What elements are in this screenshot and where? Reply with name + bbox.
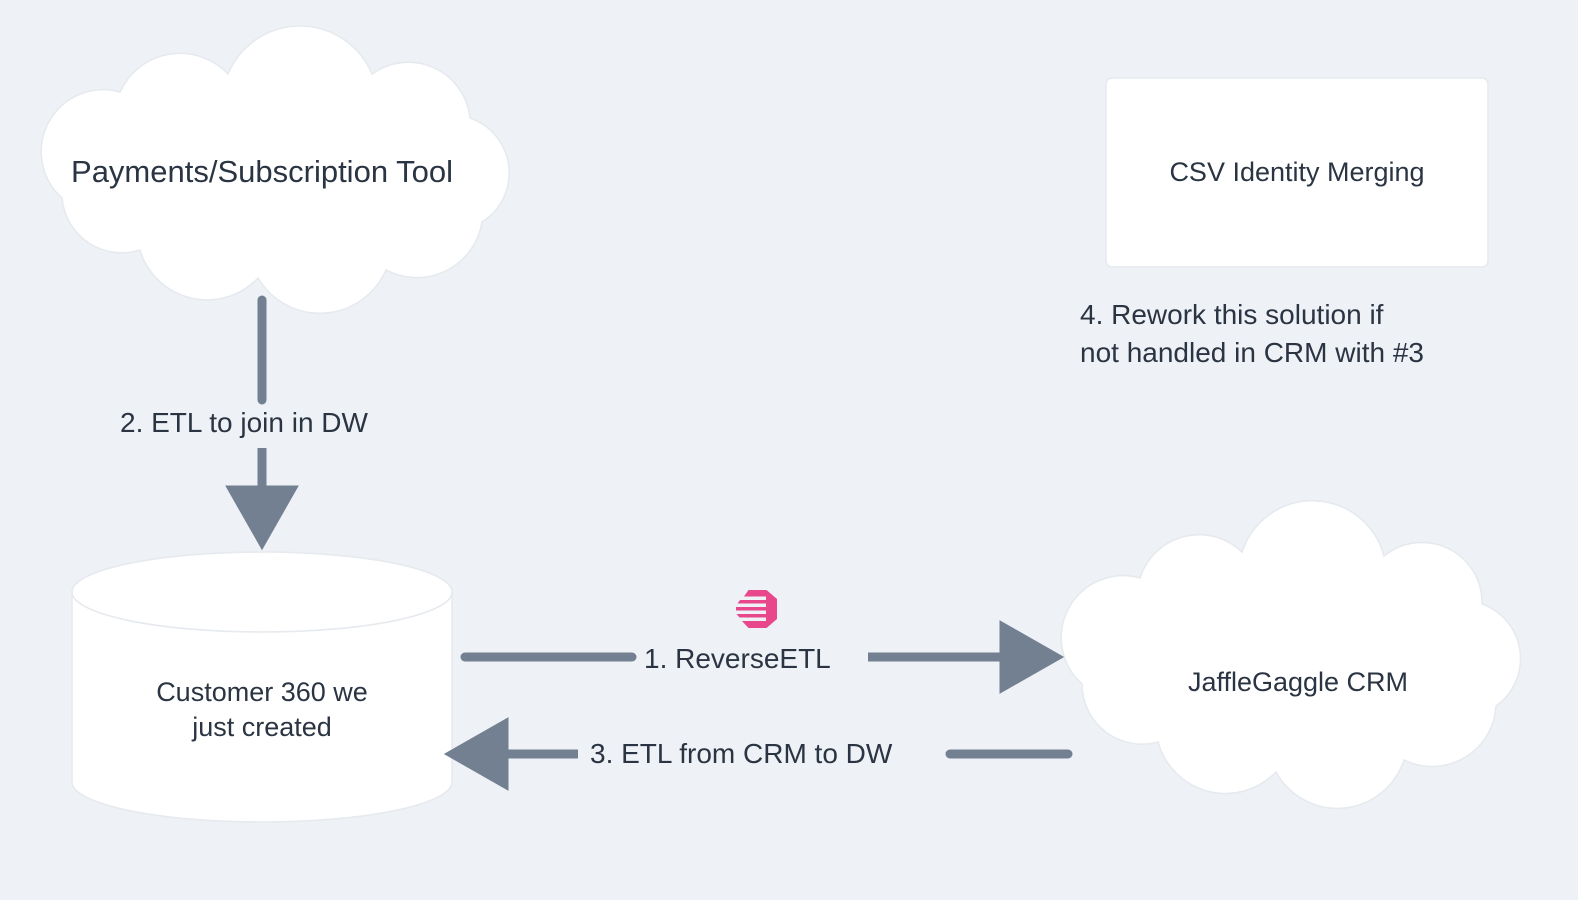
node-payments-cloud[interactable] — [40, 25, 510, 315]
hightouch-hexagon-icon — [736, 590, 777, 628]
node-warehouse-cylinder[interactable] — [71, 551, 453, 823]
edge-label-reverse-etl: 1. ReverseETL — [637, 641, 838, 677]
csv-box-shape — [1105, 77, 1489, 268]
edge-label-etl-to-join-in-dw: 2. ETL to join in DW — [113, 405, 375, 441]
edge-label-etl-from-crm-to-dw: 3. ETL from CRM to DW — [583, 736, 900, 772]
cylinder-body — [71, 591, 453, 823]
cylinder-top — [71, 551, 453, 633]
crm-cloud-shape — [1060, 499, 1522, 810]
node-crm-cloud[interactable] — [1060, 499, 1522, 810]
node-csv-box[interactable] — [1105, 77, 1489, 268]
annotation-rework-solution: 4. Rework this solution if not handled i… — [1080, 299, 1424, 369]
payments-cloud-shape — [40, 25, 510, 315]
